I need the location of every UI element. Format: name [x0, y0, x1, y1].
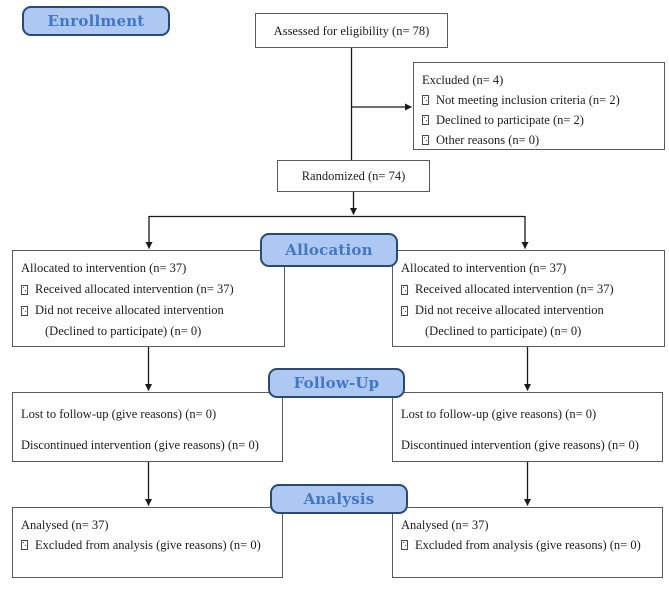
excluded-item-text: Declined to participate (n= 2): [436, 113, 584, 127]
followup-line-text: Lost to follow-up (give reasons) (n= 0): [401, 407, 597, 421]
box-followup-left: Lost to follow-up (give reasons) (n= 0) …: [12, 392, 283, 462]
followup-line: Discontinued intervention (give reasons)…: [21, 435, 274, 455]
analysis-title: Analysed (n= 37): [401, 515, 654, 535]
box-allocation-right: Allocated to intervention (n= 37) Receiv…: [392, 250, 665, 347]
allocation-title-text: Allocated to intervention (n= 37): [21, 261, 187, 275]
stage-label-allocation: Allocation: [260, 233, 398, 267]
bullet-glyph-icon: [422, 115, 429, 125]
excluded-item: Other reasons (n= 0): [422, 130, 656, 150]
allocation-continuation: (Declined to participate) (n= 0): [21, 321, 276, 342]
box-analysis-right: Analysed (n= 37) Excluded from analysis …: [392, 507, 663, 578]
followup-line-text: Discontinued intervention (give reasons)…: [21, 438, 259, 452]
bullet-glyph-icon: [401, 305, 408, 316]
allocation-continuation-text: (Declined to participate) (n= 0): [425, 324, 582, 338]
bullet-glyph-icon: [401, 540, 408, 550]
stage-label-enrollment: Enrollment: [22, 6, 170, 36]
excluded-item: Declined to participate (n= 2): [422, 110, 656, 130]
bullet-glyph-icon: [21, 305, 28, 316]
allocation-title: Allocated to intervention (n= 37): [21, 258, 276, 279]
allocation-item: Did not receive allocated intervention: [401, 300, 656, 321]
excluded-item-text: Other reasons (n= 0): [436, 133, 540, 147]
followup-line: Discontinued intervention (give reasons)…: [401, 435, 654, 455]
allocation-item: Received allocated intervention (n= 37): [21, 279, 276, 300]
box-assessed-eligibility: Assessed for eligibility (n= 78): [255, 13, 448, 48]
stage-label-followup: Follow-Up: [268, 368, 405, 398]
assessed-text: Assessed for eligibility (n= 78): [273, 23, 430, 38]
allocation-item: Received allocated intervention (n= 37): [401, 279, 656, 300]
bullet-glyph-icon: [422, 95, 429, 105]
excluded-item-text: Not meeting inclusion criteria (n= 2): [436, 93, 620, 107]
analysis-title: Analysed (n= 37): [21, 515, 274, 535]
followup-line: Lost to follow-up (give reasons) (n= 0): [21, 404, 274, 424]
analysis-item: Excluded from analysis (give reasons) (n…: [21, 535, 274, 555]
allocation-item-text: Did not receive allocated intervention: [415, 303, 604, 317]
stage-label-analysis: Analysis: [270, 484, 408, 514]
analysis-item-text: Excluded from analysis (give reasons) (n…: [35, 538, 261, 552]
followup-line-text: Lost to follow-up (give reasons) (n= 0): [21, 407, 217, 421]
analysis-title-text: Analysed (n= 37): [401, 518, 489, 532]
excluded-title: Excluded (n= 4): [422, 70, 656, 90]
bullet-glyph-icon: [401, 284, 408, 295]
allocation-title: Allocated to intervention (n= 37): [401, 258, 656, 279]
box-analysis-left: Analysed (n= 37) Excluded from analysis …: [12, 507, 283, 578]
bullet-glyph-icon: [21, 284, 28, 295]
allocation-continuation-text: (Declined to participate) (n= 0): [45, 324, 202, 338]
box-excluded: Excluded (n= 4) Not meeting inclusion cr…: [413, 62, 665, 150]
analysis-item: Excluded from analysis (give reasons) (n…: [401, 535, 654, 555]
allocation-title-text: Allocated to intervention (n= 37): [401, 261, 567, 275]
box-followup-right: Lost to follow-up (give reasons) (n= 0) …: [392, 392, 663, 462]
bullet-glyph-icon: [422, 135, 429, 145]
allocation-item-text: Did not receive allocated intervention: [35, 303, 224, 317]
analysis-title-text: Analysed (n= 37): [21, 518, 109, 532]
randomized-text: Randomized (n= 74): [301, 169, 406, 183]
allocation-continuation: (Declined to participate) (n= 0): [401, 321, 656, 342]
followup-line: Lost to follow-up (give reasons) (n= 0): [401, 404, 654, 424]
bullet-glyph-icon: [21, 540, 28, 550]
allocation-item-text: Received allocated intervention (n= 37): [415, 282, 614, 296]
excluded-item: Not meeting inclusion criteria (n= 2): [422, 90, 656, 110]
excluded-title-text: Excluded (n= 4): [422, 73, 504, 87]
box-randomized: Randomized (n= 74): [277, 160, 430, 192]
analysis-item-text: Excluded from analysis (give reasons) (n…: [415, 538, 641, 552]
allocation-item-text: Received allocated intervention (n= 37): [35, 282, 234, 296]
allocation-item: Did not receive allocated intervention: [21, 300, 276, 321]
box-allocation-left: Allocated to intervention (n= 37) Receiv…: [12, 250, 285, 347]
followup-line-text: Discontinued intervention (give reasons)…: [401, 438, 639, 452]
